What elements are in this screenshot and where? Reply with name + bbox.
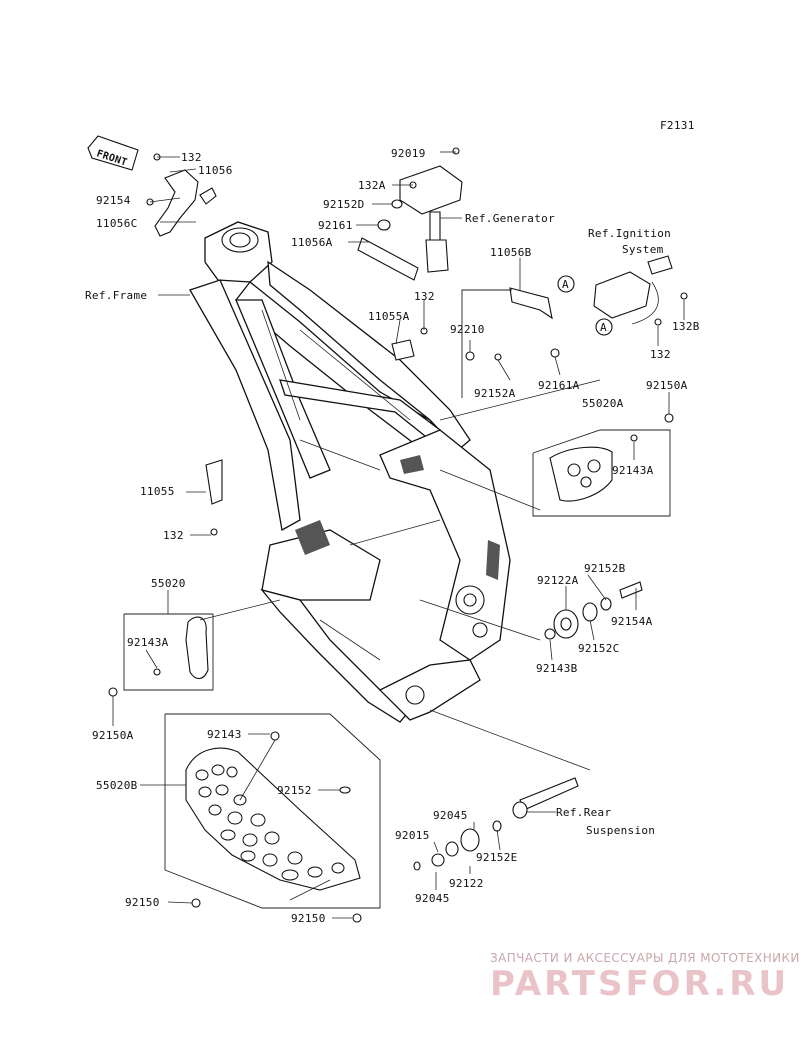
part-label: 92152B bbox=[584, 562, 626, 575]
watermark-tagline: ЗАПЧАСТИ И АКСЕССУАРЫ ДЛЯ МОТОТЕХНИКИ bbox=[490, 951, 800, 965]
reference-labels: Ref.Frame Ref.Generator Ref.Ignition Sys… bbox=[85, 212, 671, 837]
part-label: 92019 bbox=[391, 147, 426, 160]
part-label: 92045 bbox=[415, 892, 450, 905]
svg-text:A: A bbox=[600, 321, 607, 334]
part-labels: 132 11056 92154 11056C 92019 132A 92152D… bbox=[92, 147, 700, 925]
part-label: 92161 bbox=[318, 219, 353, 232]
ref-ignition-line1: Ref.Ignition bbox=[588, 227, 671, 240]
part-label: 92150 bbox=[291, 912, 326, 925]
pivot-collars bbox=[544, 581, 643, 640]
ref-rear-line2: Suspension bbox=[586, 824, 655, 837]
bracket-11056 bbox=[146, 153, 217, 237]
part-label: 11056B bbox=[490, 246, 532, 259]
part-label: 132B bbox=[672, 320, 700, 333]
watermark-brand: PARTSFOR.RU bbox=[490, 964, 789, 1004]
leader-lines bbox=[112, 151, 685, 919]
part-label: 92143B bbox=[536, 662, 578, 675]
ref-rear-line1: Ref.Rear bbox=[556, 806, 611, 819]
watermark: ЗАПЧАСТИ И АКСЕССУАРЫ ДЛЯ МОТОТЕХНИКИ PA… bbox=[490, 951, 800, 1004]
svg-text:A: A bbox=[562, 278, 569, 291]
part-label: 11056C bbox=[96, 217, 138, 230]
ref-frame: Ref.Frame bbox=[85, 289, 147, 302]
part-label: 92152A bbox=[474, 387, 516, 400]
part-label: 92122 bbox=[449, 877, 484, 890]
part-label: 92152 bbox=[277, 784, 312, 797]
part-label: 92154A bbox=[611, 615, 653, 628]
part-label: 132 bbox=[181, 151, 202, 164]
part-label: 92143 bbox=[207, 728, 242, 741]
diagram-code: F2131 bbox=[660, 119, 695, 132]
part-label: 92143A bbox=[127, 636, 169, 649]
part-label: 92045 bbox=[433, 809, 468, 822]
part-label: 92122A bbox=[537, 574, 579, 587]
bracket-11055A bbox=[391, 327, 428, 361]
part-label: 92154 bbox=[96, 194, 131, 207]
rear-suspension-linkage bbox=[413, 777, 579, 871]
part-label: 132 bbox=[414, 290, 435, 303]
part-label: 55020B bbox=[96, 779, 138, 792]
part-label: 92143A bbox=[612, 464, 654, 477]
part-label: 92150A bbox=[646, 379, 688, 392]
bracket-11055 bbox=[205, 459, 223, 536]
part-label: 11055 bbox=[140, 485, 175, 498]
frame-guard-55020A bbox=[549, 413, 674, 502]
part-label: 55020A bbox=[582, 397, 624, 410]
part-label: 92210 bbox=[450, 323, 485, 336]
skid-plate-55020B bbox=[185, 731, 362, 923]
part-label: 55020 bbox=[151, 577, 186, 590]
part-label: 92152C bbox=[578, 642, 620, 655]
callout-boxes bbox=[123, 289, 671, 909]
motorcycle-frame bbox=[189, 221, 511, 723]
part-label: 11056 bbox=[198, 164, 233, 177]
front-arrow-icon: FRONT bbox=[87, 135, 139, 171]
part-label: 132A bbox=[358, 179, 386, 192]
part-label: 92152E bbox=[476, 851, 518, 864]
ref-generator: Ref.Generator bbox=[465, 212, 555, 225]
marker-a-bottom: A bbox=[595, 318, 613, 336]
ref-ignition-line2: System bbox=[622, 243, 664, 256]
part-label: 92150 bbox=[125, 896, 160, 909]
part-label: 92150A bbox=[92, 729, 134, 742]
part-label: 92015 bbox=[395, 829, 430, 842]
frame-guard-55020 bbox=[108, 616, 209, 697]
part-label: 92152D bbox=[323, 198, 365, 211]
part-label: 92161A bbox=[538, 379, 580, 392]
marker-a-top: A bbox=[557, 275, 575, 293]
part-label: 11055A bbox=[368, 310, 410, 323]
part-label: 132 bbox=[163, 529, 184, 542]
ignition-coil bbox=[465, 255, 688, 361]
part-label: 132 bbox=[650, 348, 671, 361]
part-label: 11056A bbox=[291, 236, 333, 249]
regulator-unit bbox=[357, 147, 463, 281]
